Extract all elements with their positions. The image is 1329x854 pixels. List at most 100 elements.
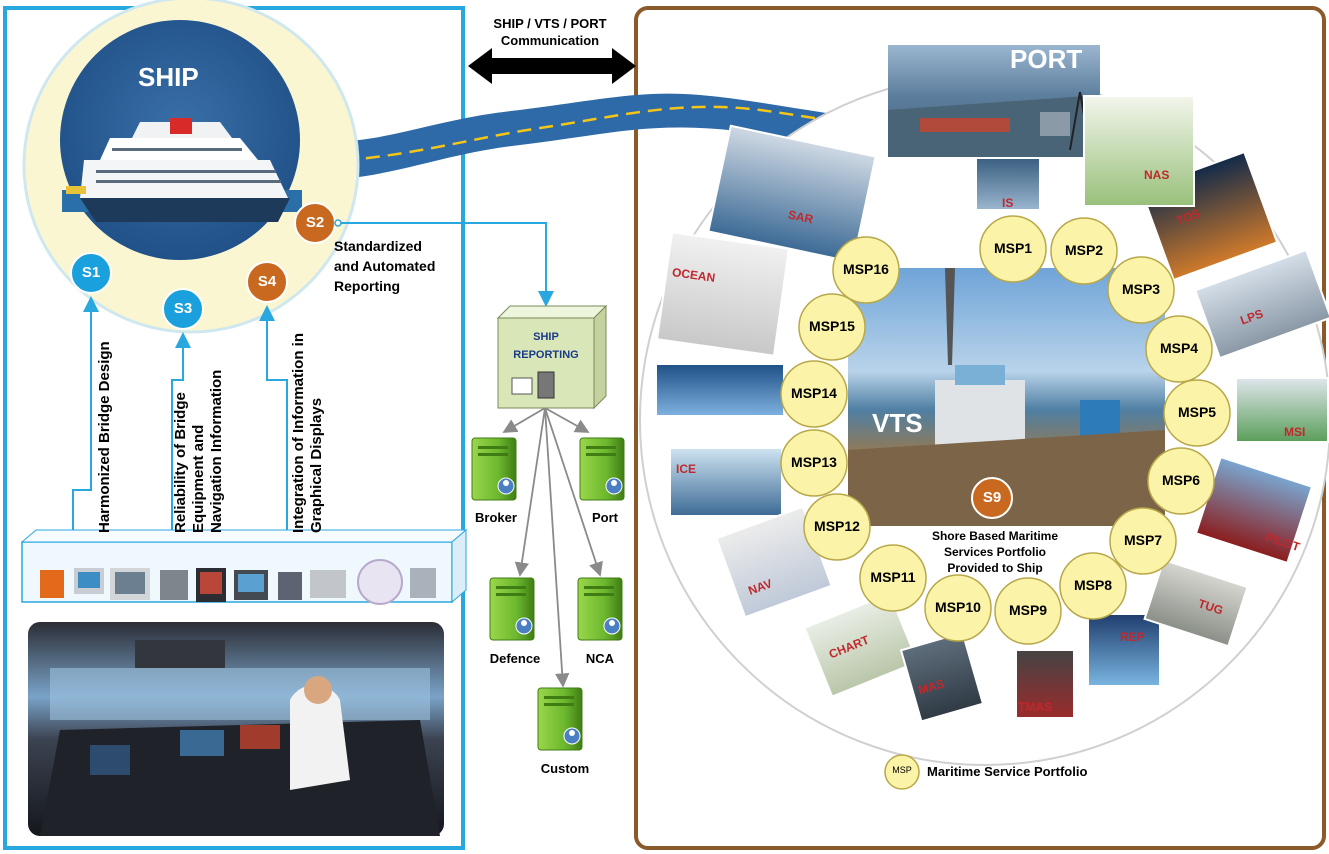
msp11-circle (859, 544, 927, 612)
communication-route (290, 93, 890, 181)
legend-text: Maritime Service Portfolio (927, 764, 1088, 779)
msp12-label: MSP12 (814, 518, 860, 534)
legend-badge-label: MSP (892, 765, 912, 775)
s3-label: S3 (173, 300, 193, 317)
photo-ocean (655, 231, 791, 357)
node-broker-label: Broker (475, 510, 517, 525)
photo-tmas (1015, 649, 1075, 719)
vertical-label-integration-line2: Graphical Displays (308, 397, 325, 533)
comm-label-line2: Communication (500, 33, 600, 48)
photo-wx (655, 363, 785, 417)
s2-reporting-connector (336, 222, 554, 307)
msp13-circle (780, 429, 848, 497)
comm-double-arrow (468, 48, 636, 84)
vertical-label-harmonized: Harmonized Bridge Design (96, 341, 114, 533)
msp6-label: MSP6 (1161, 472, 1201, 488)
msp10-circle (924, 574, 992, 642)
cruise-ship-image (62, 118, 302, 222)
shore-caption: Shore Based Maritime Services Portfolio … (905, 528, 1085, 576)
photo-tug (1143, 558, 1249, 648)
reporting-caption-line3: Reporting (334, 278, 401, 294)
photo-msi (1235, 377, 1329, 443)
ship-reporting-title-line1: SHIP (533, 331, 559, 343)
comm-label: SHIP / VTS / PORT Communication (470, 15, 630, 49)
server-custom-icon (537, 687, 583, 751)
vertical-label-integration: Integration of Information in Graphical … (290, 333, 326, 533)
s4-label: S4 (257, 273, 277, 290)
msp14-circle (780, 360, 848, 428)
msp1-label: MSP1 (993, 240, 1033, 256)
msp15-label: MSP15 (809, 318, 855, 334)
server-port-icon (579, 437, 625, 501)
msp16-label: MSP16 (843, 261, 889, 277)
photo-ice-label: ICE (676, 462, 697, 476)
msp16-circle (832, 236, 900, 304)
ship-title: SHIP (138, 62, 199, 92)
photo-is-label: IS (1002, 196, 1014, 210)
photo-tmas-label: TMAS (1018, 700, 1052, 714)
msp7-label: MSP7 (1123, 532, 1163, 548)
msp2-circle (1050, 217, 1118, 285)
s3-arrow (171, 332, 191, 542)
msp3-circle (1107, 256, 1175, 324)
msp2-label: MSP2 (1064, 242, 1104, 258)
msp12-circle (803, 493, 871, 561)
photo-ice (669, 447, 783, 517)
s1-badge (70, 252, 112, 294)
reporting-caption-line2: and Automated (334, 258, 436, 274)
msp3-label: MSP3 (1121, 281, 1161, 297)
comm-label-line1: SHIP / VTS / PORT (493, 16, 607, 31)
node-custom-label: Custom (540, 761, 590, 776)
shore-caption-line3: Provided to Ship (947, 561, 1043, 575)
s3-badge (162, 288, 204, 330)
s9-label: S9 (982, 489, 1002, 506)
photo-lps (1193, 248, 1329, 360)
msp11-label: MSP11 (870, 569, 916, 585)
vertical-label-reliability: Reliability of Bridge Equipment and Navi… (172, 370, 226, 533)
ship-reporting-title: SHIP REPORTING (498, 328, 594, 364)
msp5-circle (1163, 379, 1231, 447)
msp6-circle (1147, 447, 1215, 515)
msp9-label: MSP9 (1008, 602, 1048, 618)
msp7-circle (1109, 507, 1177, 575)
reporting-caption-line1: Standardized (334, 238, 422, 254)
vertical-label-reliability-line3: Navigation Information (208, 369, 225, 533)
msp10-label: MSP10 (935, 599, 981, 615)
photo-nas-label: NAS (1144, 168, 1170, 182)
reporting-caption: Standardized and Automated Reporting (334, 236, 435, 296)
vertical-label-integration-line1: Integration of Information in (290, 333, 307, 533)
photo-rep (1087, 613, 1161, 687)
msp14-label: MSP14 (791, 385, 837, 401)
msp8-circle (1059, 552, 1127, 620)
ship-reporting-title-line2: REPORTING (513, 349, 579, 361)
shore-caption-line2: Services Portfolio (943, 545, 1047, 559)
msp1-circle (979, 215, 1047, 283)
server-nca-icon (577, 577, 623, 641)
msp4-circle (1145, 315, 1213, 383)
port-title: PORT (1010, 44, 1083, 74)
photo-is (975, 157, 1041, 211)
server-broker-icon (471, 437, 517, 501)
photo-chart (803, 592, 919, 698)
port-photo (888, 45, 1100, 157)
node-nca-label: NCA (585, 651, 615, 666)
node-port-label: Port (592, 510, 618, 525)
s4-badge (246, 261, 288, 303)
ship-bridge-photo (28, 622, 444, 836)
bridge-equipment-strip (20, 528, 468, 605)
photo-msi-label: MSI (1284, 425, 1306, 439)
vertical-label-reliability-line2: Equipment and (190, 424, 207, 533)
s2-label: S2 (305, 214, 325, 231)
s1-arrow (72, 296, 99, 542)
s1-label: S1 (81, 264, 101, 281)
msp8-label: MSP8 (1073, 577, 1113, 593)
msp4-label: MSP4 (1159, 340, 1199, 356)
msp5-label: MSP5 (1177, 404, 1217, 420)
server-defence-icon (489, 577, 535, 641)
node-defence-label: Defence (489, 651, 541, 666)
vertical-label-harmonized-line1: Harmonized Bridge Design (96, 341, 113, 533)
s4-arrow (259, 305, 288, 542)
legend-msp-badge (884, 754, 920, 790)
